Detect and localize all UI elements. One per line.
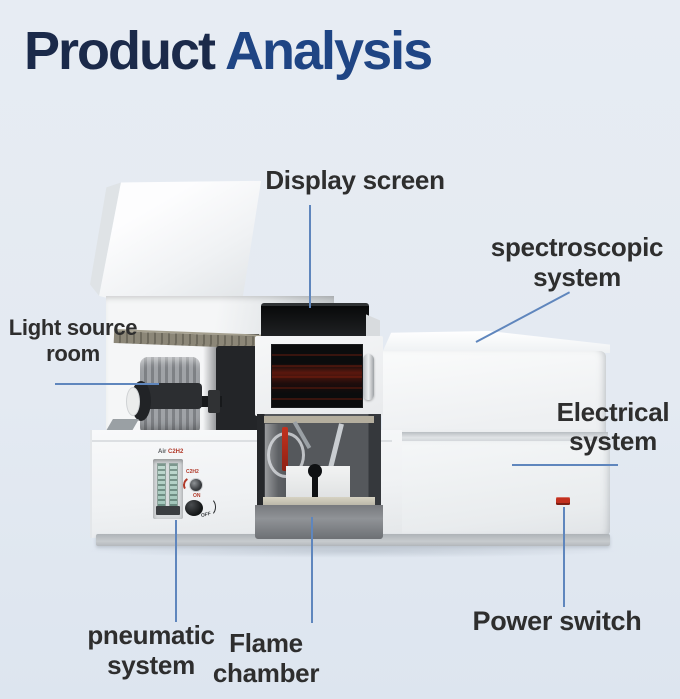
chamber-back-strip — [264, 416, 374, 423]
lamp-window-disc — [126, 387, 140, 416]
spectroscopic-front-face — [382, 351, 606, 433]
gas-knob-large — [185, 500, 203, 516]
knob-black-arc — [202, 498, 216, 516]
door-handle — [363, 354, 374, 400]
gas-panel-title: Air C2H2 — [158, 449, 183, 455]
floor-shadow — [80, 544, 625, 558]
power-switch-connector-line — [563, 507, 565, 607]
label-spectroscopic-system: spectroscopic system — [477, 232, 677, 292]
igniter-stem — [312, 473, 318, 499]
gas-knob-small — [189, 478, 203, 492]
flow-meter-tube-2 — [169, 463, 178, 509]
light-source-connector-line — [55, 383, 159, 385]
lamp-coupler — [208, 390, 220, 413]
display-screen-panel — [271, 344, 363, 408]
title-word-analysis: Analysis — [214, 21, 433, 81]
label-display-screen-text: Display screen — [265, 165, 445, 195]
label-power-switch: Power switch — [457, 606, 657, 637]
label-spectroscopic-line2: system — [533, 262, 621, 292]
igniter-knob — [308, 464, 322, 478]
title-word-product: Product — [24, 21, 216, 81]
flow-meter-tube-1 — [157, 463, 166, 509]
tower-base — [255, 505, 383, 539]
flow-meter-fittings — [156, 506, 180, 515]
label-electrical-system: Electrical system — [523, 398, 680, 456]
flame-chamber-connector-line — [311, 517, 313, 623]
label-light-source-room: Light source room — [0, 315, 146, 367]
label-flame-line1: Flame — [229, 628, 303, 658]
label-light-source-line2: room — [46, 341, 100, 366]
label-flame-chamber: Flame chamber — [176, 628, 356, 688]
pneumatic-connector-line — [175, 520, 177, 622]
knob-c2h2-label: C2H2 — [186, 469, 199, 475]
gas-panel-title-c2h2: C2H2 — [168, 449, 184, 455]
label-pneumatic-line1: pneumatic — [87, 620, 215, 650]
spectroscopic-top-face — [382, 331, 610, 353]
lamp-motor-block — [216, 346, 260, 440]
chamber-base-plate — [263, 497, 375, 506]
tower-top-side-face — [366, 314, 380, 342]
tower-dark-top — [261, 303, 369, 341]
label-flame-line2: chamber — [212, 658, 320, 688]
label-display-screen: Display screen — [250, 165, 460, 196]
label-pneumatic-system: pneumatic system — [61, 620, 241, 680]
label-light-source-line1: Light source — [8, 315, 138, 340]
label-power-switch-text: Power switch — [472, 606, 642, 636]
label-pneumatic-line2: system — [107, 650, 195, 680]
red-tube — [282, 427, 288, 471]
label-electrical-line1: Electrical — [556, 397, 670, 427]
unit-groove — [382, 432, 608, 442]
page-title: Product Analysis — [24, 20, 433, 82]
electrical-front-face — [381, 441, 610, 535]
display-screen-connector-line — [309, 205, 311, 308]
gas-panel-title-air: Air — [158, 449, 167, 455]
machine-base — [96, 534, 610, 546]
label-electrical-line2: system — [569, 426, 657, 456]
power-switch — [556, 497, 570, 505]
label-spectroscopic-line1: spectroscopic — [490, 232, 664, 262]
electrical-connector-line — [512, 464, 618, 466]
on-label: ON — [193, 493, 201, 499]
body-seam-line — [92, 440, 392, 442]
